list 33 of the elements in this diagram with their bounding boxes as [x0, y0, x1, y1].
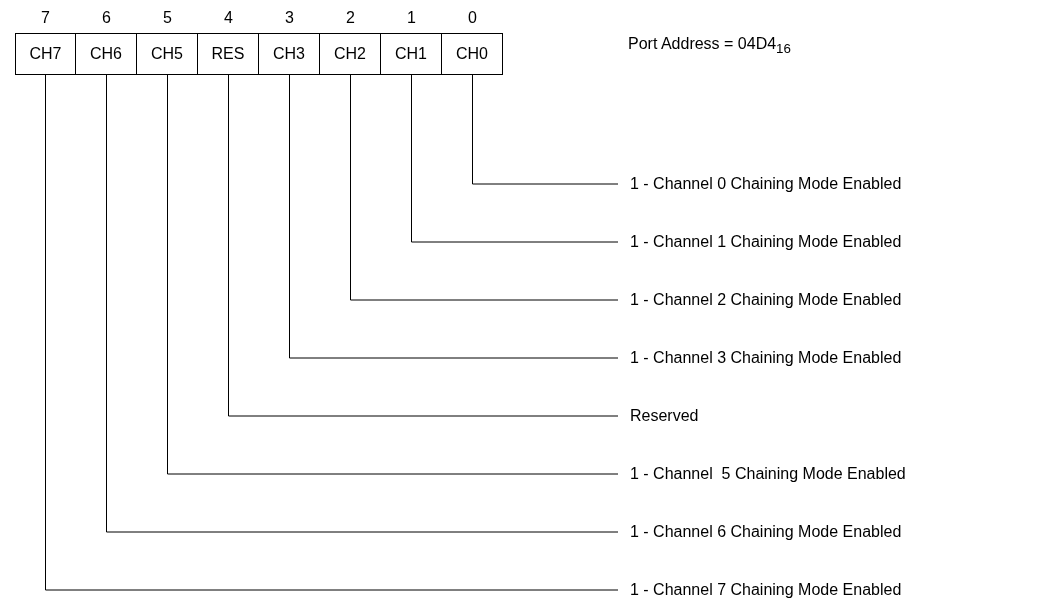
register-bit-cell: CH1 — [380, 33, 442, 75]
bit-description: 1 - Channel 0 Chaining Mode Enabled — [630, 174, 902, 194]
register-bit-cell: CH5 — [136, 33, 198, 75]
port-address-label: Port Address = 04D4$_{16}$ — [628, 34, 791, 59]
bit-description: 1 - Channel 7 Chaining Mode Enabled — [630, 580, 902, 600]
register-bit-cell: CH3 — [258, 33, 320, 75]
bit-number: 6 — [101, 8, 112, 28]
leader-line — [350, 74, 619, 301]
bit-number: 7 — [40, 8, 51, 28]
bit-description: 1 - Channel 5 Chaining Mode Enabled — [630, 464, 906, 484]
bit-number: 0 — [467, 8, 478, 28]
bit-description: Reserved — [630, 406, 699, 426]
bit-number: 3 — [284, 8, 295, 28]
leader-line — [472, 74, 619, 185]
register-bit-cell: CH0 — [441, 33, 503, 75]
leader-line — [45, 74, 619, 591]
register-bit-cell: CH7 — [15, 33, 76, 75]
bit-description: 1 - Channel 6 Chaining Mode Enabled — [630, 522, 902, 542]
register-bit-cell: CH2 — [319, 33, 381, 75]
leader-line — [106, 74, 619, 533]
bit-description: 1 - Channel 1 Chaining Mode Enabled — [630, 232, 902, 252]
bit-number: 4 — [223, 8, 234, 28]
bit-number: 2 — [345, 8, 356, 28]
bit-description: 1 - Channel 2 Chaining Mode Enabled — [630, 290, 902, 310]
register-bit-cell: CH6 — [75, 33, 137, 75]
bit-number: 1 — [406, 8, 417, 28]
bit-description: 1 - Channel 3 Chaining Mode Enabled — [630, 348, 902, 368]
leader-line — [228, 74, 619, 417]
leader-line — [167, 74, 619, 475]
register-bit-cell: RES — [197, 33, 259, 75]
bit-number: 5 — [162, 8, 173, 28]
leader-line — [289, 74, 619, 359]
leader-line — [411, 74, 619, 243]
